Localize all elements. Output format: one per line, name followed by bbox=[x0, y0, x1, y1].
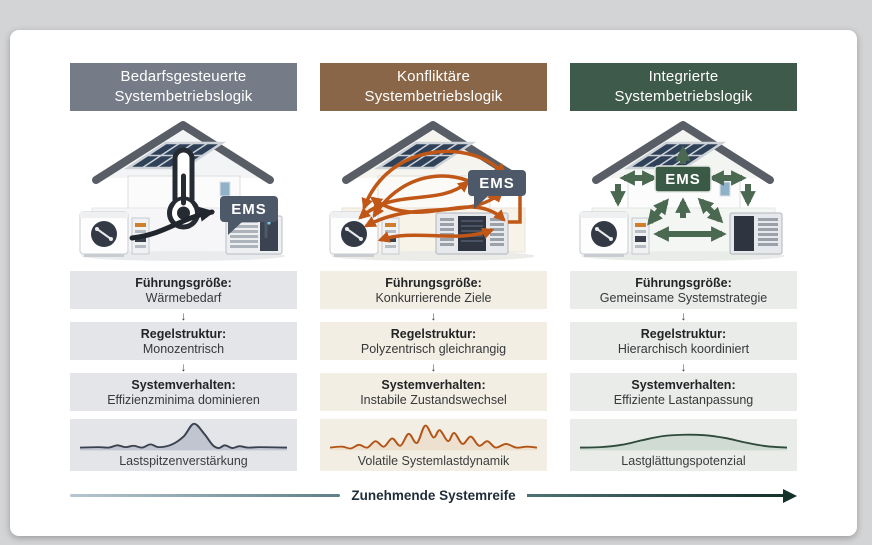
field-value: Effizienzminima dominieren bbox=[107, 392, 260, 407]
column-integrated: Integrierte Systembetriebslogik bbox=[570, 63, 797, 471]
house-scene-demand: EMS bbox=[79, 121, 285, 261]
load-curve-chart bbox=[580, 433, 787, 451]
signal-arrow bbox=[129, 206, 215, 241]
field-systemverhalten: Systemverhalten: Instabile Zustandswechs… bbox=[320, 373, 547, 411]
column-header-demand: Bedarfsgesteuerte Systembetriebslogik bbox=[70, 63, 297, 111]
axis-line-right bbox=[526, 494, 784, 497]
ems-label: EMS bbox=[231, 201, 267, 218]
heat-pump-icon bbox=[329, 211, 379, 257]
house-scene-conflict: EMS bbox=[329, 121, 535, 261]
field-value: Polyzentrisch gleichrangig bbox=[360, 341, 507, 356]
load-curve-chart bbox=[80, 422, 287, 451]
ems-badge: EMS bbox=[220, 196, 278, 238]
sparkline-box: Lastglättungspotenzial bbox=[570, 419, 797, 471]
field-label: Regelstruktur: bbox=[390, 326, 477, 341]
controller-icon bbox=[631, 217, 650, 255]
house-illustration-conflict: EMS bbox=[320, 116, 547, 268]
down-arrow-icon: ↓ bbox=[430, 359, 437, 374]
ems-label: EMS bbox=[665, 171, 701, 188]
axis-line-left bbox=[70, 494, 341, 497]
field-label: Führungsgröße: bbox=[135, 275, 232, 290]
field-value: Gemeinsame Systemstrategie bbox=[599, 290, 768, 305]
down-arrow-icon: ↓ bbox=[680, 359, 687, 374]
axis-arrowhead-icon bbox=[783, 488, 797, 503]
field-label: Systemverhalten: bbox=[131, 377, 236, 392]
sparkline-caption: Lastspitzenverstärkung bbox=[119, 454, 248, 468]
field-value: Instabile Zustandswechsel bbox=[360, 392, 507, 407]
ems-badge: EMS bbox=[468, 170, 526, 224]
house-scene-integrated: EMS bbox=[579, 121, 785, 261]
house-icon: EMS bbox=[579, 121, 785, 261]
maturity-axis: Zunehmende Systemreife bbox=[70, 488, 797, 503]
down-arrow-icon: ↓ bbox=[180, 308, 187, 323]
ems-label: EMS bbox=[479, 175, 515, 192]
column-header-integrated: Integrierte Systembetriebslogik bbox=[570, 63, 797, 111]
down-arrow-icon: ↓ bbox=[430, 308, 437, 323]
field-value: Wärmebedarf bbox=[145, 290, 222, 305]
house-icon: EMS bbox=[79, 121, 285, 261]
load-curve-chart bbox=[330, 424, 537, 451]
columns-row: Bedarfsgesteuerte Systembetriebslogik bbox=[10, 63, 857, 471]
heat-pump-icon bbox=[79, 211, 129, 257]
field-fuehrungsgroesse: Führungsgröße: Gemeinsame Systemstrategi… bbox=[570, 271, 797, 309]
column-header-conflict: Konfliktäre Systembetriebslogik bbox=[320, 63, 547, 111]
field-value: Hierarchisch koordiniert bbox=[617, 341, 750, 356]
thermometer-icon bbox=[167, 147, 200, 230]
down-arrow-icon: ↓ bbox=[180, 359, 187, 374]
coordination-arrows bbox=[610, 145, 756, 242]
field-fuehrungsgroesse: Führungsgröße: Wärmebedarf bbox=[70, 271, 297, 309]
sparkline-caption: Volatile Systemlastdynamik bbox=[357, 454, 510, 468]
field-label: Systemverhalten: bbox=[381, 377, 486, 392]
maturity-axis-label: Zunehmende Systemreife bbox=[351, 488, 516, 503]
column-demand-driven: Bedarfsgesteuerte Systembetriebslogik bbox=[70, 63, 297, 471]
diagram-card: Bedarfsgesteuerte Systembetriebslogik bbox=[10, 30, 857, 536]
house-icon: EMS bbox=[329, 121, 535, 261]
sparkline-box: Volatile Systemlastdynamik bbox=[320, 419, 547, 471]
column-conflicting: Konfliktäre Systembetriebslogik bbox=[320, 63, 547, 471]
window-icon bbox=[219, 181, 231, 197]
house-illustration-integrated: EMS bbox=[570, 116, 797, 268]
field-regelstruktur: Regelstruktur: Polyzentrisch gleichrangi… bbox=[320, 322, 547, 360]
window-icon bbox=[719, 181, 731, 197]
field-label: Regelstruktur: bbox=[140, 326, 227, 341]
field-label: Systemverhalten: bbox=[631, 377, 736, 392]
field-regelstruktur: Regelstruktur: Hierarchisch koordiniert bbox=[570, 322, 797, 360]
axis-line-right-wrap bbox=[526, 488, 797, 503]
field-systemverhalten: Systemverhalten: Effizienzminima dominie… bbox=[70, 373, 297, 411]
field-label: Führungsgröße: bbox=[385, 275, 482, 290]
field-value: Monozentrisch bbox=[142, 341, 225, 356]
battery-server-icon bbox=[729, 212, 783, 255]
field-label: Führungsgröße: bbox=[635, 275, 732, 290]
down-arrow-icon: ↓ bbox=[680, 308, 687, 323]
heat-pump-icon bbox=[579, 211, 629, 257]
ems-badge: EMS bbox=[654, 165, 712, 193]
conflict-arrows bbox=[358, 149, 506, 243]
sparkline-box: Lastspitzenverstärkung bbox=[70, 419, 297, 471]
field-fuehrungsgroesse: Führungsgröße: Konkurrierende Ziele bbox=[320, 271, 547, 309]
field-regelstruktur: Regelstruktur: Monozentrisch bbox=[70, 322, 297, 360]
house-illustration-demand: EMS bbox=[70, 116, 297, 268]
field-label: Regelstruktur: bbox=[640, 326, 727, 341]
field-value: Effiziente Lastanpassung bbox=[613, 392, 754, 407]
field-systemverhalten: Systemverhalten: Effiziente Lastanpassun… bbox=[570, 373, 797, 411]
field-value: Konkurrierende Ziele bbox=[375, 290, 492, 305]
sparkline-caption: Lastglättungspotenzial bbox=[621, 454, 746, 468]
